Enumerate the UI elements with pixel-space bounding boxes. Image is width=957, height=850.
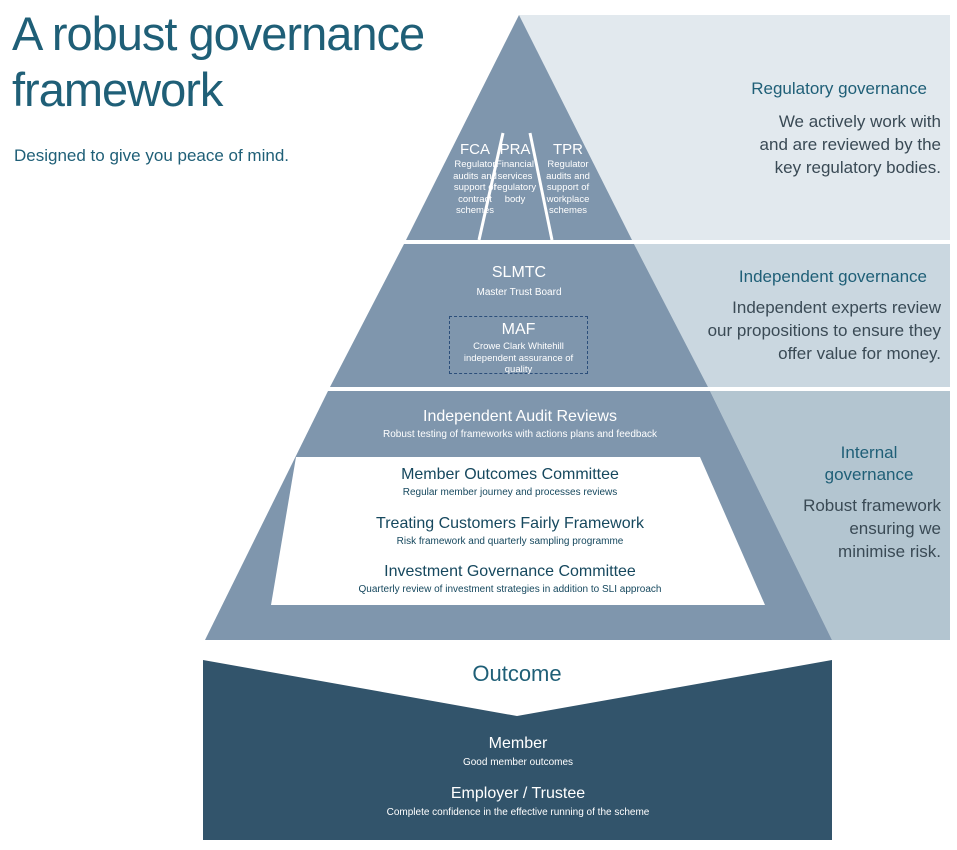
side-panel-body-line: and are reviewed by the bbox=[759, 135, 941, 154]
regulator-desc-line: audits and bbox=[453, 170, 497, 182]
pyramid-middle-tier bbox=[330, 244, 708, 387]
regulator-desc-line: audits and bbox=[546, 170, 590, 182]
audit-title: Independent Audit Reviews bbox=[423, 408, 617, 425]
outcome-chevron-notch bbox=[203, 660, 832, 716]
regulator-desc-line: support of bbox=[453, 182, 497, 193]
committee-title: Treating Customers Fairly Framework bbox=[376, 515, 644, 532]
regulator-pra: PRA Financial services regulatory body bbox=[484, 141, 546, 205]
slmtc-block: SLMTC Master Trust Board bbox=[419, 263, 619, 299]
regulator-desc-line: Regulator bbox=[454, 159, 496, 170]
side-panel-heading: Internal bbox=[840, 443, 898, 462]
outcome-item-desc: Good member outcomes bbox=[462, 757, 574, 768]
outcome-item: Employer / Trustee Complete confidence i… bbox=[293, 784, 743, 819]
regulator-desc-line: contract bbox=[458, 193, 492, 205]
side-panel-heading: Regulatory governance bbox=[751, 79, 927, 98]
outcome-item-desc: Complete confidence in the effective run… bbox=[386, 807, 650, 818]
title-line-2: framework bbox=[12, 63, 223, 116]
maf-desc-line: Crowe Clark Whitehill bbox=[473, 341, 564, 352]
page-subtitle: Designed to give you peace of mind. bbox=[14, 146, 290, 165]
regulator-code: FCA bbox=[460, 141, 490, 158]
maf-dashed-box bbox=[449, 316, 588, 374]
maf-desc-line: independent assurance of quality bbox=[463, 352, 574, 376]
committee-desc: Quarterly review of investment strategie… bbox=[358, 584, 662, 595]
side-panel-body-line: minimise risk. bbox=[838, 542, 941, 561]
audit-block: Independent Audit Reviews Robust testing… bbox=[330, 407, 710, 441]
committee-item: Treating Customers Fairly Framework Risk… bbox=[290, 514, 730, 548]
regulator-desc-line: body bbox=[504, 193, 526, 205]
regulator-desc-line: schemes bbox=[455, 205, 494, 216]
regulator-tpr: TPR Regulator audits and support of work… bbox=[532, 141, 604, 217]
side-panel-heading: governance bbox=[824, 465, 914, 484]
side-panel-body-line: key regulatory bodies. bbox=[774, 158, 941, 177]
panel-independent-bg bbox=[634, 244, 950, 387]
title-line-1: A robust governance bbox=[12, 7, 425, 60]
outcome-item-title: Member bbox=[488, 735, 548, 752]
side-panel-heading: Independent governance bbox=[738, 267, 927, 286]
side-panel-body-line: our propositions to ensure they bbox=[707, 321, 941, 340]
regulator-code: PRA bbox=[499, 141, 531, 158]
audit-desc: Robust testing of frameworks with action… bbox=[382, 429, 658, 440]
committee-desc: Regular member journey and processes rev… bbox=[402, 487, 618, 498]
side-panel-body-line: We actively work with bbox=[778, 112, 941, 131]
regulator-desc-line: Financial bbox=[495, 159, 535, 170]
outcome-block bbox=[203, 660, 832, 840]
panel-internal-bg bbox=[710, 391, 950, 640]
internal-committees-area bbox=[271, 457, 765, 605]
maf-block: MAF Crowe Clark Whitehill independent as… bbox=[449, 320, 588, 376]
regulator-divider-right bbox=[528, 132, 554, 241]
slmtc-desc: Master Trust Board bbox=[476, 287, 562, 298]
regulator-code: TPR bbox=[553, 141, 583, 158]
regulator-divider-left bbox=[477, 132, 505, 241]
regulator-desc-line: workplace bbox=[546, 193, 590, 205]
side-panel-body-line: Robust framework bbox=[803, 496, 941, 515]
outcome-title: Outcome bbox=[472, 661, 562, 686]
side-panel-body-line: Independent experts review bbox=[732, 298, 941, 317]
panel-regulatory-bg bbox=[519, 15, 950, 240]
outcome-item: Member Good member outcomes bbox=[293, 734, 743, 769]
side-panel-regulatory: Regulatory governance We actively work w… bbox=[751, 78, 941, 179]
side-panel-body-line: ensuring we bbox=[849, 519, 941, 538]
committee-title: Member Outcomes Committee bbox=[401, 466, 619, 483]
maf-title: MAF bbox=[501, 321, 536, 338]
outcome-item-title: Employer / Trustee bbox=[450, 785, 586, 802]
side-panel-internal: Internal governance Robust framework ens… bbox=[803, 442, 941, 563]
regulator-desc-line: support of bbox=[546, 182, 590, 193]
committee-item: Member Outcomes Committee Regular member… bbox=[290, 465, 730, 499]
committee-desc: Risk framework and quarterly sampling pr… bbox=[396, 536, 624, 547]
regulator-desc-line: regulatory bbox=[493, 182, 537, 193]
slmtc-title: SLMTC bbox=[491, 264, 547, 281]
regulator-desc-line: schemes bbox=[548, 205, 587, 216]
side-panel-independent: Independent governance Independent exper… bbox=[708, 266, 941, 365]
side-panel-body-line: offer value for money. bbox=[778, 344, 941, 363]
regulator-desc-line: Regulator bbox=[547, 159, 589, 170]
regulator-desc-line: services bbox=[497, 170, 533, 182]
committee-item: Investment Governance Committee Quarterl… bbox=[290, 562, 730, 596]
pyramid-top-tier bbox=[406, 15, 632, 240]
committee-title: Investment Governance Committee bbox=[384, 563, 636, 580]
page-title: A robust governance framework bbox=[12, 6, 425, 118]
regulator-fca: FCA Regulator audits and support of cont… bbox=[440, 141, 510, 217]
